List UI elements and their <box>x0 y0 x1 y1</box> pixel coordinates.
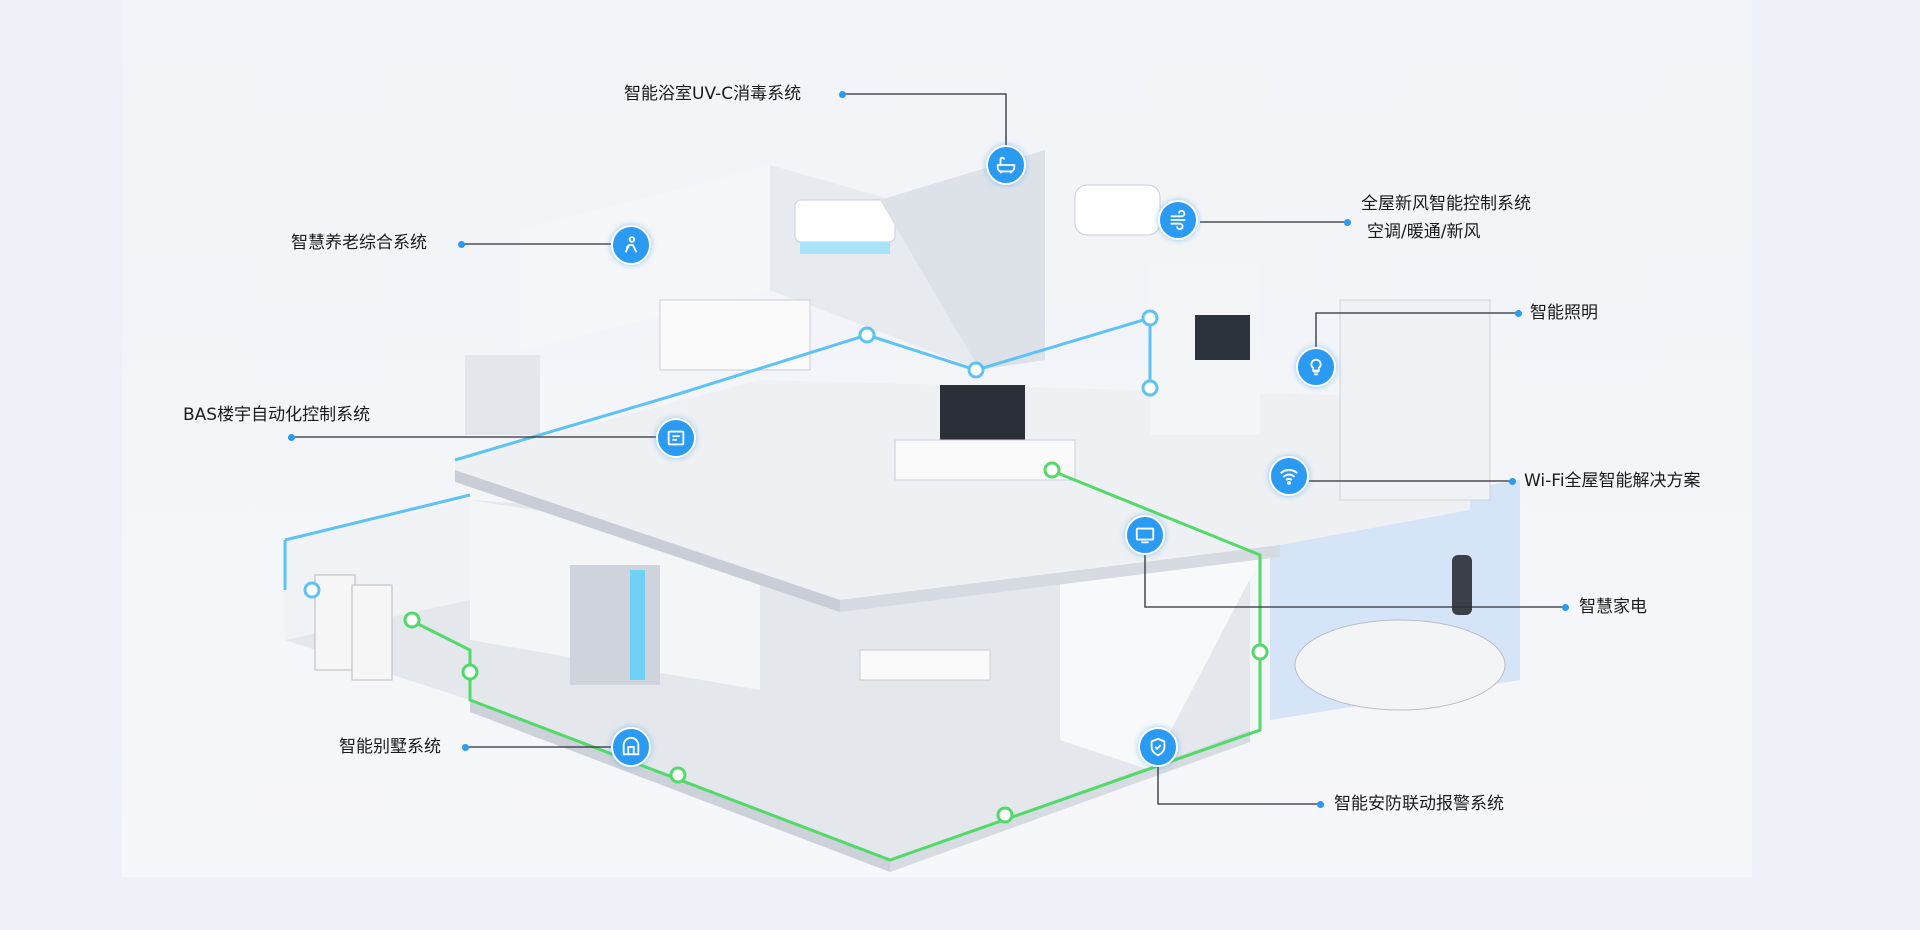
bathtub-icon[interactable] <box>986 145 1026 185</box>
dining-table <box>859 649 991 681</box>
lower-network-line <box>409 468 1262 862</box>
label-wifi: Wi-Fi全屋智能解决方案 <box>1524 471 1701 491</box>
shield-check-icon[interactable] <box>1138 727 1178 767</box>
label-dot <box>839 91 846 98</box>
control-panel-icon[interactable] <box>656 418 696 458</box>
label-villa: 智能别墅系统 <box>339 737 441 757</box>
car <box>1294 619 1506 711</box>
label-dot <box>1509 478 1516 485</box>
label-appliance: 智慧家电 <box>1579 597 1647 617</box>
label-security: 智能安防联动报警系统 <box>1334 794 1504 814</box>
label-bathroom-uvc: 智能浴室UV-C消毒系统 <box>624 84 802 104</box>
elderly-person-icon[interactable] <box>611 225 651 265</box>
monitor <box>1195 315 1250 360</box>
label-dot <box>458 241 465 248</box>
stairs <box>1060 545 1260 770</box>
label-fresh-air-sub: 空调/暖通/新风 <box>1367 222 1481 242</box>
bed <box>659 299 811 371</box>
label-dot <box>288 434 295 441</box>
washing-machine <box>465 355 540 435</box>
label-fresh-air: 全屋新风智能控制系统 <box>1361 194 1531 214</box>
label-dot <box>1562 604 1569 611</box>
label-bas: BAS楼宇自动化控制系统 <box>183 405 371 425</box>
ev-charger <box>1452 555 1472 615</box>
lightbulb-icon[interactable] <box>1296 347 1336 387</box>
shelf <box>1339 299 1491 501</box>
label-dot <box>1344 219 1351 226</box>
airflow-icon[interactable] <box>1158 200 1198 240</box>
refrigerator <box>570 565 660 685</box>
bathroom-wall <box>880 150 1045 370</box>
upper-network-line <box>454 315 1152 462</box>
wifi-icon[interactable] <box>1269 456 1309 496</box>
label-elderly-care: 智慧养老综合系统 <box>291 233 427 253</box>
label-lighting: 智能照明 <box>1530 303 1598 323</box>
tv <box>940 385 1025 445</box>
label-dot <box>1317 801 1324 808</box>
air-conditioner <box>794 199 896 243</box>
label-dot <box>1515 310 1522 317</box>
tv-icon[interactable] <box>1125 515 1165 555</box>
villa-door-icon[interactable] <box>611 727 651 767</box>
label-dot <box>462 744 469 751</box>
